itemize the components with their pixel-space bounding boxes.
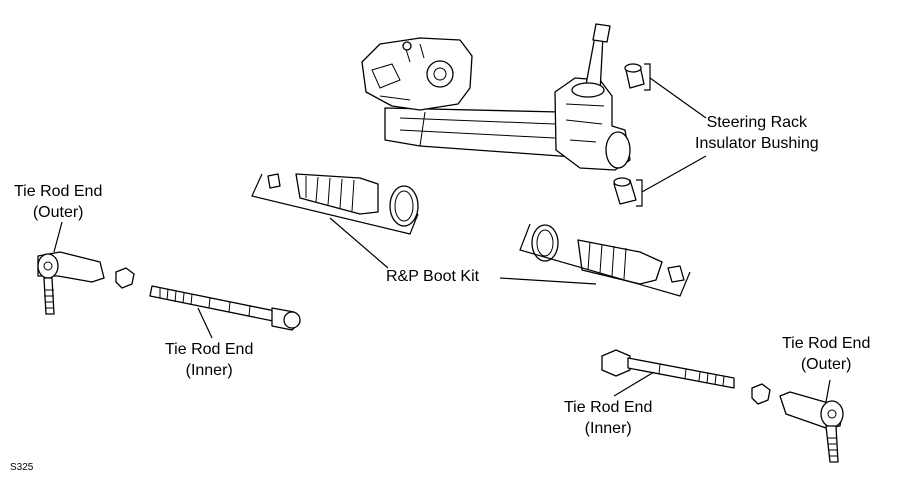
steering-rack-assembly: [361, 23, 631, 171]
figure-id: S325: [10, 462, 34, 473]
tie-rod-inner-right: [601, 349, 735, 389]
leader-inner-right: [613, 371, 655, 397]
leader-boot-right: [499, 277, 597, 285]
label-steering-rack-bushing-line1: Steering Rack: [706, 114, 808, 131]
label-tie-rod-end-inner-left: Tie Rod End (Inner): [165, 339, 253, 381]
label-tie-rod-end-outer-left-line1: Tie Rod End: [14, 183, 103, 200]
label-tie-rod-end-outer-left: Tie Rod End (Outer): [14, 181, 102, 223]
leader-inner-left: [197, 307, 213, 339]
label-tie-rod-end-outer-right-line1: Tie Rod End: [782, 335, 871, 352]
label-tie-rod-end-inner-left-line1: Tie Rod End: [165, 341, 254, 358]
insulator-bushing-lower: [613, 177, 643, 207]
jam-nut-right: [751, 383, 771, 405]
tie-rod-end-outer-right: [779, 391, 844, 463]
label-steering-rack-bushing-line2: Insulator Bushing: [695, 135, 819, 152]
tie-rod-end-outer-left: [37, 251, 105, 315]
label-tie-rod-end-inner-right: Tie Rod End (Inner): [564, 397, 652, 439]
leader-bushing-upper: [649, 77, 707, 119]
leader-outer-right: [825, 379, 831, 403]
boot-kit-right: [519, 223, 691, 297]
label-tie-rod-end-inner-right-line1: Tie Rod End: [564, 399, 653, 416]
insulator-bushing-upper: [624, 63, 651, 91]
boot-kit-left: [251, 173, 419, 235]
leader-bushing-lower: [641, 155, 707, 193]
label-tie-rod-end-inner-right-line2: (Inner): [584, 420, 632, 437]
jam-nut-left: [115, 267, 135, 289]
leader-boot-left: [329, 217, 389, 269]
leader-outer-left: [53, 221, 63, 253]
label-tie-rod-end-inner-left-line2: (Inner): [185, 362, 233, 379]
label-tie-rod-end-outer-right: Tie Rod End (Outer): [782, 333, 870, 375]
label-tie-rod-end-outer-right-line2: (Outer): [800, 356, 852, 373]
label-rp-boot-kit: R&P Boot Kit: [386, 268, 480, 285]
label-tie-rod-end-outer-left-line2: (Outer): [32, 204, 84, 221]
tie-rod-inner-left: [149, 285, 301, 331]
label-steering-rack-bushing: Steering Rack Insulator Bushing: [695, 112, 819, 154]
